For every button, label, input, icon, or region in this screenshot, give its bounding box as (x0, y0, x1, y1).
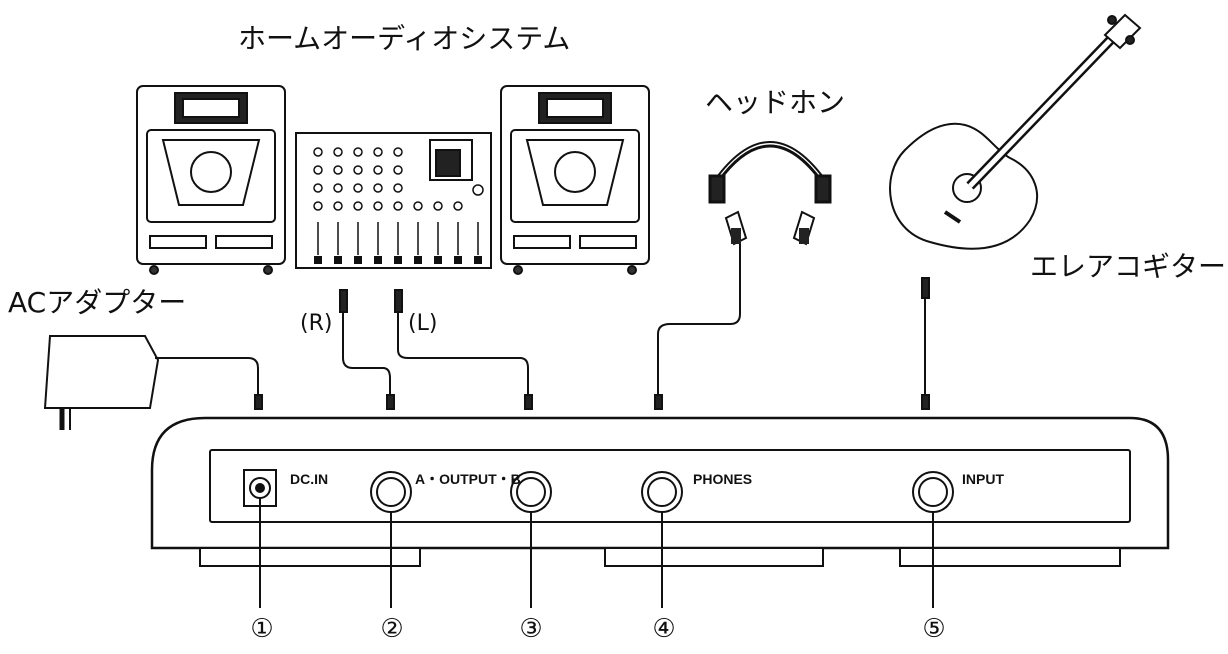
headphones-label: ヘッドホン (705, 86, 845, 119)
callout-lines (259, 498, 934, 608)
headphones (708, 141, 832, 246)
left-speaker (136, 85, 286, 275)
right-channel-label: (R) (300, 311, 332, 336)
dc-in-label: DC.IN (290, 471, 328, 487)
output-b-jack (510, 471, 552, 513)
input-label: INPUT (962, 471, 1004, 487)
jack-number-5: ⑤ (922, 614, 945, 644)
output-label: A・OUTPUT・B (415, 471, 521, 487)
ac-adapter (43, 335, 160, 430)
jack-number-1: ① (250, 614, 273, 644)
guitar-label: エレアコギター (1030, 250, 1226, 283)
phones-label: PHONES (693, 471, 752, 487)
jack-number-4: ④ (652, 614, 675, 644)
phones-jack (641, 471, 683, 513)
ac-adapter-label: ACアダプター (8, 286, 186, 319)
input-jack (912, 471, 954, 513)
mixer (295, 132, 492, 269)
left-channel-label: (L) (408, 311, 437, 336)
home-audio-label: ホームオーディオシステム (238, 22, 570, 55)
right-speaker (500, 85, 650, 275)
cables (155, 244, 930, 410)
jack-number-3: ③ (519, 614, 542, 644)
output-a-jack (370, 471, 412, 513)
jack-numbers: ① ② ③ ④ ⑤ (246, 612, 950, 644)
acoustic-guitar (889, 13, 1142, 250)
jack-number-2: ② (380, 614, 403, 644)
